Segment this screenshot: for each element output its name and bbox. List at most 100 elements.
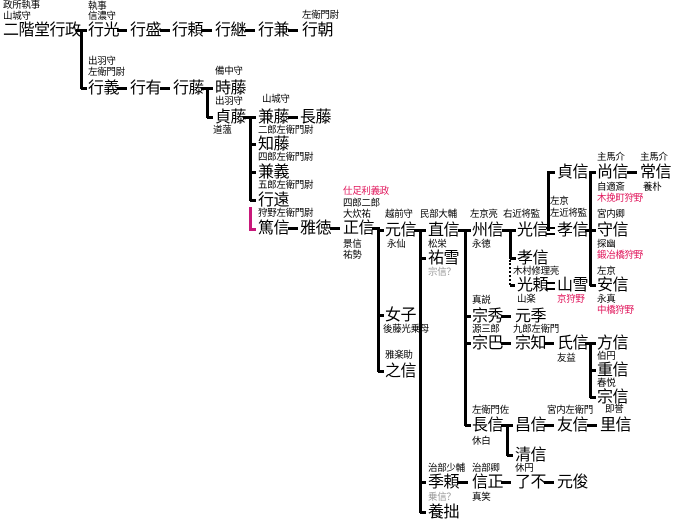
person-name: 直信	[428, 220, 460, 239]
connector-line	[245, 29, 255, 32]
connector-line	[590, 284, 596, 287]
person-name: 女子	[385, 305, 417, 324]
person-annotation: 祐勢	[343, 250, 362, 261]
person-name: 長信	[472, 415, 504, 434]
person-annotation: 主馬介	[597, 152, 625, 163]
person-annotation: 左衛門佐	[472, 405, 509, 416]
person-annotation: 山楽	[517, 294, 536, 305]
person-name: 孝信	[557, 220, 589, 239]
branch-line	[249, 116, 252, 201]
person-annotation: 宗信？	[428, 267, 456, 278]
connector-line	[414, 229, 420, 232]
connector-line	[465, 229, 471, 232]
connector-line	[501, 424, 507, 427]
connector-line	[457, 481, 468, 484]
connector-line	[378, 370, 384, 373]
person-annotation: 出羽守	[215, 96, 243, 107]
person-annotation: 休白	[472, 436, 491, 447]
person-name: 昌信	[515, 415, 547, 434]
marriage-adoption-line	[546, 288, 555, 290]
person-annotation: 山城守	[3, 11, 31, 22]
connector-line	[465, 315, 471, 318]
person-annotation: 乗信？	[428, 492, 456, 503]
marriage-adoption-line	[546, 233, 555, 235]
connector-line	[372, 227, 378, 230]
person-name: 光信	[517, 220, 549, 239]
person-annotation: 源三郎	[472, 324, 500, 335]
person-name: 貞信	[557, 162, 589, 181]
branch-line	[506, 424, 509, 456]
person-name: 行光	[88, 20, 120, 39]
connector-line	[243, 116, 250, 119]
connector-line	[507, 424, 513, 427]
person-name: 行盛	[130, 20, 162, 39]
connector-line	[250, 171, 256, 174]
person-annotation: 探幽	[597, 239, 616, 250]
person-annotation: 鍛冶橋狩野	[597, 250, 644, 261]
branch-line	[464, 229, 467, 426]
person-name: 兼義	[258, 162, 290, 181]
person-name: 季頼	[428, 472, 460, 491]
connector-line	[510, 257, 516, 260]
person-annotation: 大炊祐	[343, 209, 371, 220]
connector-line	[378, 229, 384, 232]
connector-line	[207, 87, 213, 90]
person-annotation: 四郎二郎	[343, 198, 380, 209]
branch-line	[547, 171, 550, 231]
person-name: 行義	[88, 78, 120, 97]
person-annotation: 左京亮	[470, 209, 498, 220]
person-annotation: 九郎左衛門	[513, 324, 560, 335]
connector-line	[585, 342, 590, 345]
person-annotation: 木挽町狩野	[597, 193, 644, 204]
person-name: 行遠	[258, 190, 290, 209]
connector-line	[420, 229, 426, 232]
connector-line	[590, 342, 596, 345]
person-annotation: 春悦	[597, 378, 616, 389]
person-annotation: 治部少輔	[428, 463, 465, 474]
person-annotation: 狩野左衛門尉	[258, 208, 314, 219]
connector-line	[250, 228, 256, 231]
person-name: 時藤	[215, 78, 247, 97]
person-name: 尚信	[597, 162, 629, 181]
connector-line	[288, 29, 298, 32]
person-name: 行継	[215, 20, 247, 39]
person-name: 重信	[597, 360, 629, 379]
connector-line	[288, 227, 298, 230]
person-annotation: 友益	[557, 353, 576, 364]
person-name: 兼藤	[258, 107, 290, 126]
connector-line	[160, 29, 170, 32]
connector-line	[117, 87, 127, 90]
person-name: 氏信	[557, 333, 589, 352]
person-name: 長藤	[300, 107, 332, 126]
person-name: 安信	[597, 275, 629, 294]
branch-line	[80, 29, 83, 89]
person-name: 行兼	[258, 20, 290, 39]
person-annotation: 休円	[515, 463, 534, 474]
connector-line	[465, 424, 471, 427]
person-name: 山雪	[557, 275, 589, 294]
person-name: 清信	[515, 445, 547, 464]
person-name: 信正	[472, 472, 504, 491]
connector-line	[330, 227, 340, 230]
person-annotation: 宮内卿	[597, 209, 625, 220]
person-annotation: 京狩野	[557, 294, 585, 305]
connector-line	[501, 342, 511, 345]
connector-line	[510, 284, 515, 287]
connector-line	[288, 116, 298, 119]
person-annotation: 二郎左衛門尉	[258, 125, 314, 136]
person-name: 行藤	[173, 78, 205, 97]
connector-line	[250, 199, 256, 202]
person-annotation: 執事	[88, 1, 107, 12]
person-name: 行有	[130, 78, 162, 97]
connector-line	[420, 481, 426, 484]
connector-line	[544, 424, 554, 427]
person-annotation: 左近将監	[550, 208, 587, 219]
person-annotation: 真笑	[472, 492, 491, 503]
person-name: 宗秀	[472, 306, 504, 325]
connector-line	[548, 171, 555, 174]
person-annotation: 真説	[472, 295, 491, 306]
connector-line	[76, 29, 81, 32]
person-annotation: 左京	[597, 266, 616, 277]
connector-line	[501, 481, 511, 484]
person-name: 宗信	[597, 387, 629, 406]
